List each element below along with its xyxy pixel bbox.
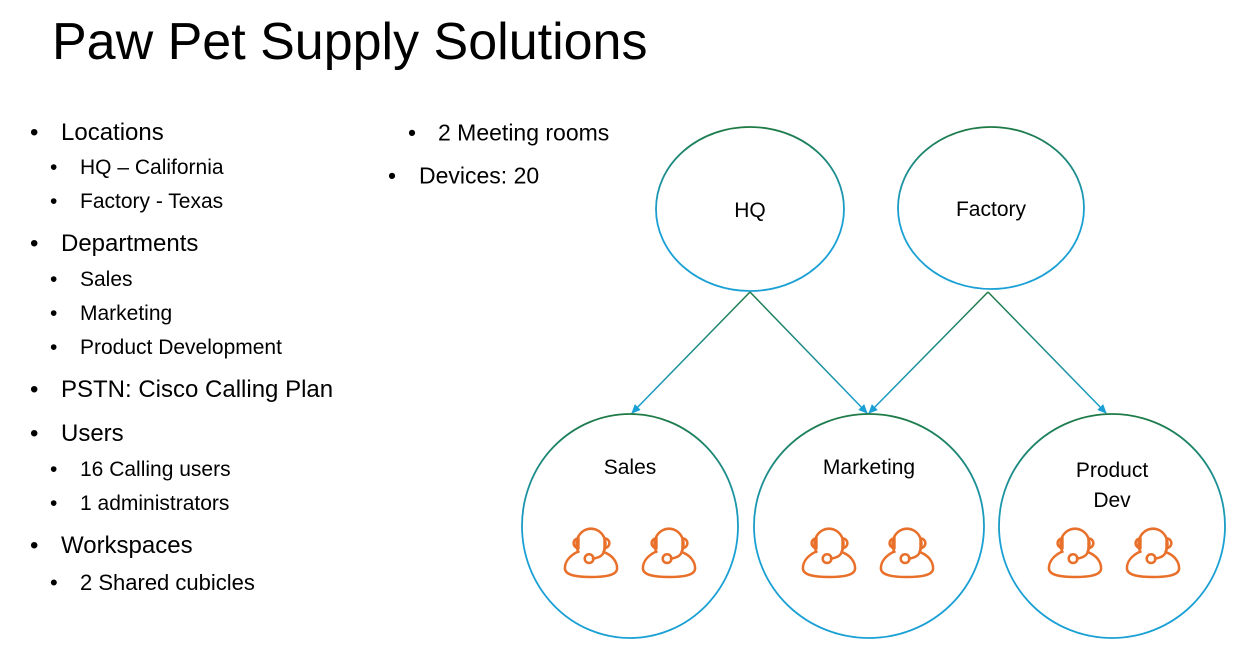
headset-user-icon: [879, 527, 935, 579]
node-label: Sales: [604, 456, 657, 479]
bullet-pstn: •PSTN: Cisco Calling Plan: [30, 376, 334, 403]
bullet-meeting-rooms: •2 Meeting rooms: [408, 119, 610, 146]
bullet-factory-texas: •Factory - Texas: [50, 190, 224, 213]
node-label: Product: [1076, 459, 1149, 482]
hq-to-marketing-arrow: [749, 291, 868, 414]
node-sales: Sales: [521, 413, 739, 639]
node-marketing: Marketing: [753, 413, 985, 639]
node-label: Factory: [956, 198, 1027, 221]
headset-user-icon: [563, 527, 619, 579]
bullet-calling-users: •16 Calling users: [50, 458, 231, 481]
connectors: [631, 291, 1107, 414]
bullet-sales: •Sales: [50, 268, 133, 291]
headset-user-icon: [801, 527, 857, 579]
headset-user-icon: [1047, 527, 1103, 579]
node-factory: Factory: [897, 126, 1085, 290]
node-label: Marketing: [823, 456, 915, 479]
bullet-administrators: •1 administrators: [50, 492, 230, 515]
node-label: Dev: [1093, 489, 1131, 512]
bullet-product-development: •Product Development: [50, 336, 282, 359]
factory-to-productdev-arrow: [987, 291, 1107, 414]
bullet-hq-california: •HQ – California: [50, 156, 224, 179]
bullet-departments: •Departments: [30, 230, 199, 257]
headset-user-icon: [641, 527, 697, 579]
bullet-devices: •Devices: 20: [388, 162, 540, 189]
bullet-locations: •Locations: [30, 119, 164, 146]
factory-to-marketing-arrow: [868, 291, 989, 414]
bullet-marketing: •Marketing: [50, 302, 173, 325]
hq-to-sales-arrow: [631, 291, 751, 414]
bullet-shared-cubicles: •2 Shared cubicles: [50, 570, 255, 595]
bullet-workspaces: •Workspaces: [30, 532, 193, 559]
bullet-users: •Users: [30, 420, 124, 447]
node-product-dev: Product Dev: [998, 413, 1226, 639]
node-hq: HQ: [655, 126, 845, 292]
slide-title: Paw Pet Supply Solutions: [52, 13, 648, 71]
node-label: HQ: [734, 199, 766, 222]
headset-user-icon: [1125, 527, 1181, 579]
